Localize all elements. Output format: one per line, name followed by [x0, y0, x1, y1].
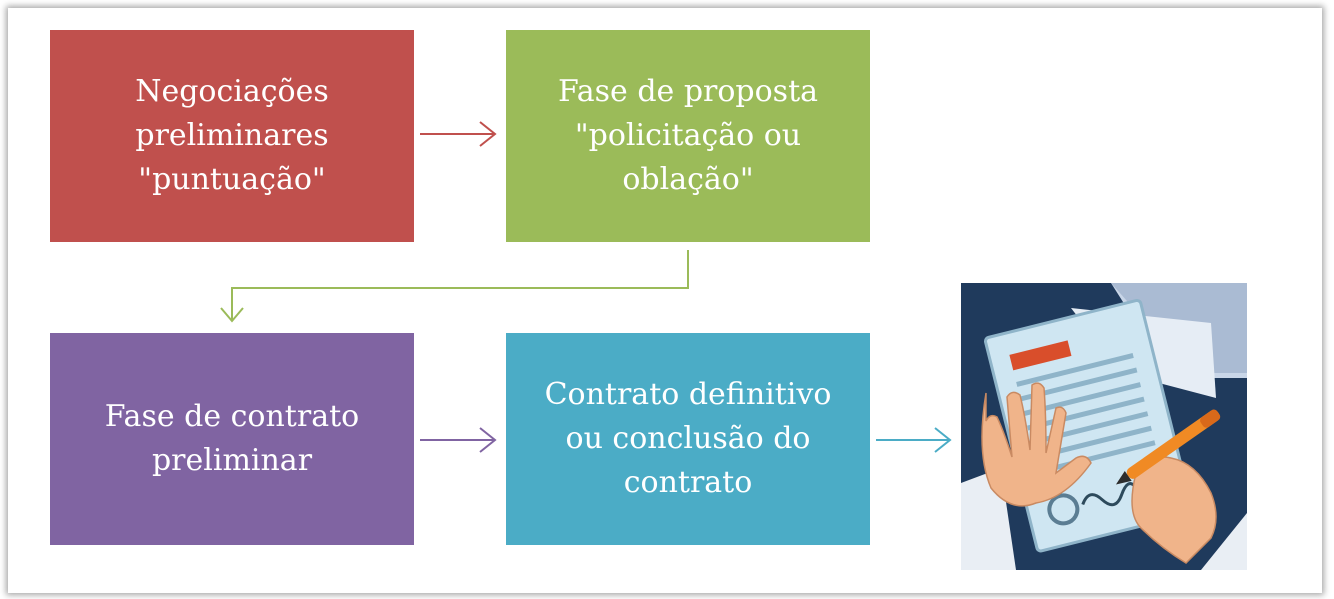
preliminary-contract-box: Fase de contrato preliminar — [50, 333, 414, 545]
definitive-contract-line-1: Contrato definitivo — [544, 377, 832, 412]
definitive-contract-line-3: contrato — [623, 465, 753, 500]
negotiations-box: Negociações preliminares "puntuação" — [50, 30, 414, 242]
proposal-box: Fase de proposta "policitação ou oblação… — [506, 30, 870, 242]
definitive-contract-box: Contrato definitivo ou conclusão do cont… — [506, 333, 870, 545]
contract-signing-icon — [961, 283, 1247, 570]
proposal-line-2: "policitação ou — [574, 118, 802, 153]
proposal-line-3: oblação" — [622, 162, 754, 197]
proposal-line-1: Fase de proposta — [557, 74, 819, 109]
negotiations-line-2: preliminares — [135, 118, 329, 153]
negotiations-line-1: Negociações — [135, 74, 329, 109]
preliminary-contract-line-2: preliminar — [151, 443, 313, 478]
definitive-contract-line-2: ou conclusão do — [565, 421, 811, 456]
negotiations-line-3: "puntuação" — [138, 162, 326, 197]
preliminary-contract-line-1: Fase de contrato — [104, 399, 360, 434]
